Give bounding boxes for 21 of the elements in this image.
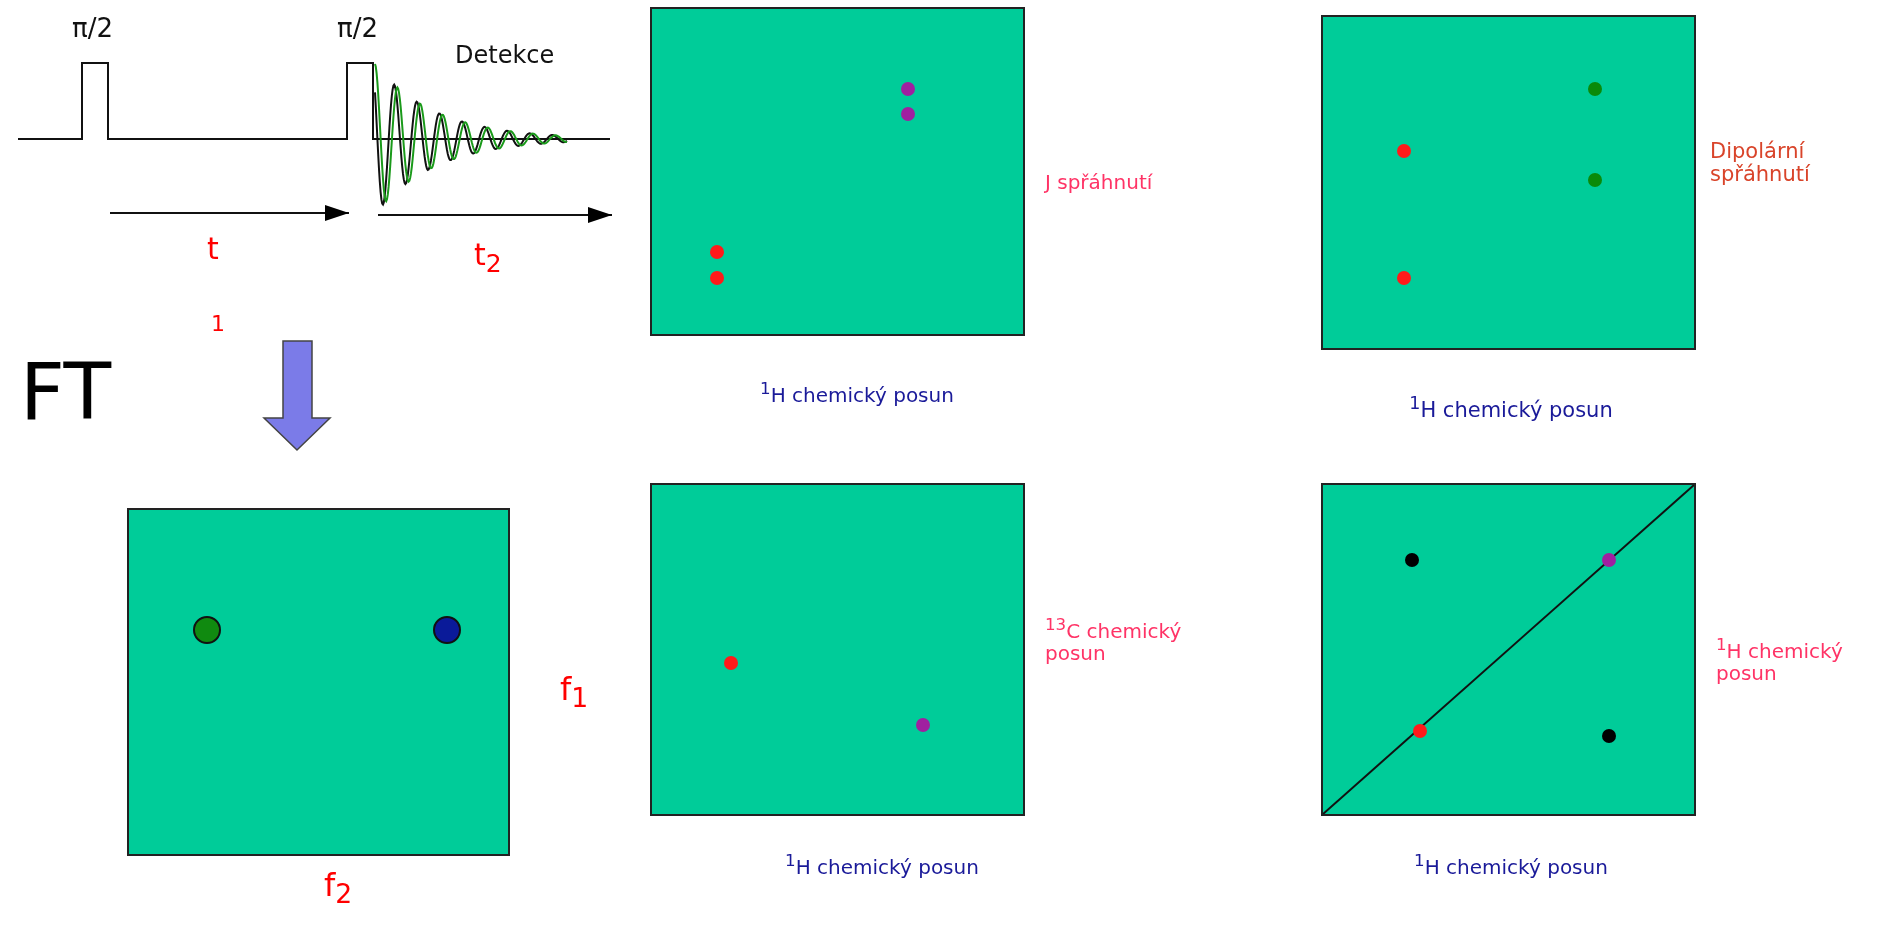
axis-label: f$_{2}$	[323, 868, 353, 909]
axis-label: $^{1}$H chemický posun	[1716, 636, 1844, 684]
ft-label: FT	[20, 350, 112, 436]
spectrum-plot	[127, 508, 510, 856]
spectrum-plot	[650, 7, 1025, 336]
time-label: t	[207, 232, 219, 265]
axis-label: J spřáhnutí	[1045, 171, 1153, 193]
axis-label: Dipolární spřáhnutí	[1710, 140, 1811, 187]
time-label: t$_{2}$	[474, 238, 502, 278]
spectrum-plot	[650, 483, 1025, 816]
subscript-label: 1	[211, 312, 225, 337]
axis-label: $^{1}$H chemický posun	[760, 380, 954, 406]
pulse-angle-label: π/2	[72, 14, 113, 43]
axis-label: $^{1}$H chemický posun	[1409, 394, 1613, 423]
spectrum-plot	[1321, 15, 1696, 350]
axis-label: $^{1}$H chemický posun	[785, 852, 979, 878]
axis-label: f$_{1}$	[560, 672, 589, 713]
pulse-angle-label: π/2	[337, 14, 378, 43]
detection-label: Detekce	[455, 42, 555, 69]
axis-label: $^{1}$H chemický posun	[1414, 852, 1608, 878]
axis-label: $^{13}$C chemický posun	[1045, 616, 1183, 664]
